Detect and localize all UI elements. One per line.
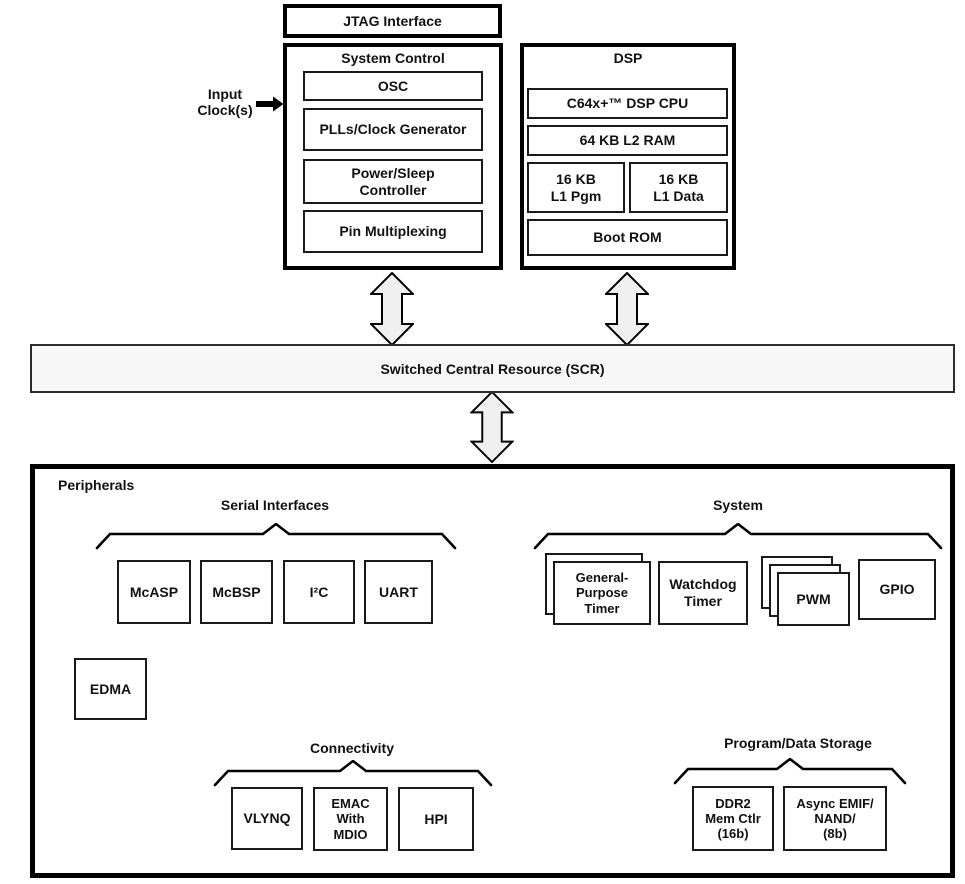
i2c-box: I²C [283,560,355,624]
power-sleep-controller-box: Power/Sleep Controller [303,159,483,204]
dsp-title: DSP [613,50,643,66]
mcasp-box: McASP [117,560,191,624]
peripherals-title: Peripherals [58,477,135,493]
input-clock-arrow-icon [256,96,284,112]
input-clock-label: Input Clock(s) [197,86,253,119]
ddr2-mem-ctlr-box: DDR2 Mem Ctlr (16b) [692,786,774,851]
l1-pgm-box: 16 KB L1 Pgm [527,162,625,213]
program-data-storage-title: Program/Data Storage [724,735,872,751]
connectivity-title: Connectivity [309,740,394,756]
watchdog-timer-box: Watchdog Timer [658,561,748,625]
mcbsp-box: McBSP [200,560,273,624]
l2-ram-box: 64 KB L2 RAM [527,125,728,156]
connectivity-brace [213,760,493,787]
scr-bar: Switched Central Resource (SCR) [30,344,955,393]
async-emif-nand-box: Async EMIF/ NAND/ (8b) [783,786,887,851]
program-data-storage-brace [673,758,907,785]
bidirectional-arrow-icon [370,272,414,346]
plls-clock-generator-box: PLLs/Clock Generator [303,108,483,151]
pin-multiplexing-box: Pin Multiplexing [303,210,483,253]
system-group-title: System [713,497,763,513]
system-control-title: System Control [341,50,445,66]
general-purpose-timer-box: General- Purpose Timer [553,561,651,625]
bidirectional-arrow-icon [605,272,649,346]
edma-box: EDMA [74,658,147,720]
peripherals-box [30,464,955,878]
gpio-box: GPIO [858,559,936,620]
osc-box: OSC [303,71,483,101]
vlynq-box: VLYNQ [231,787,303,850]
serial-interfaces-title: Serial Interfaces [220,497,330,513]
system-group-brace [533,523,943,550]
boot-rom-box: Boot ROM [527,219,728,256]
emac-mdio-box: EMAC With MDIO [313,787,388,851]
jtag-interface-box: JTAG Interface [283,4,502,38]
hpi-box: HPI [398,787,474,851]
uart-box: UART [364,560,433,624]
pwm-box: PWM [777,572,850,626]
bidirectional-arrow-icon [470,391,514,463]
serial-interfaces-brace [95,523,457,550]
dsp-cpu-box: C64x+™ DSP CPU [527,88,728,119]
l1-data-box: 16 KB L1 Data [629,162,728,213]
